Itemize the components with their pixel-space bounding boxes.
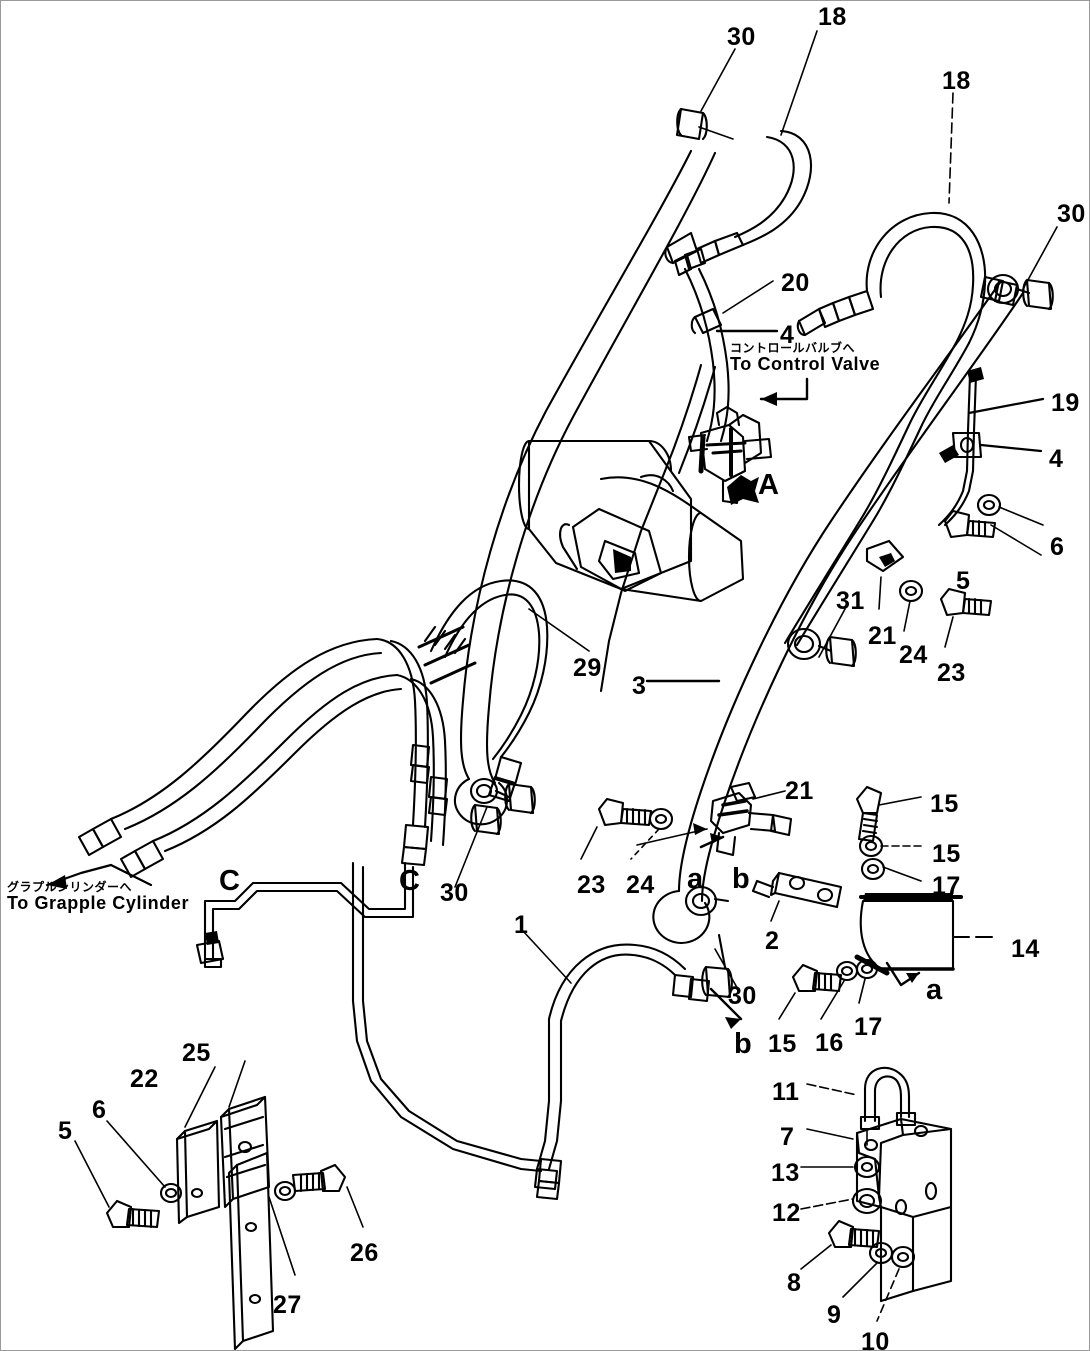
section-marker-a-mid: a (687, 863, 704, 895)
section-marker-b-mid: b (732, 863, 751, 895)
part-callout-17: 17 (854, 1013, 883, 1041)
part-callout-19: 19 (1051, 389, 1080, 417)
caption-to-control-valve-jp: コントロールバルブへ (730, 341, 856, 355)
section-marker-a-upper: A (758, 469, 780, 501)
part-callout-7: 7 (780, 1123, 795, 1151)
part-callout-16: 16 (815, 1029, 844, 1057)
part-callout-4: 4 (1049, 445, 1064, 473)
part-callout-29: 29 (573, 654, 602, 682)
part-callout-12: 12 (772, 1199, 801, 1227)
part-callout-3: 3 (632, 672, 647, 700)
part-callout-26: 26 (350, 1239, 379, 1267)
part-callout-15: 15 (930, 790, 959, 818)
part-callout-30: 30 (728, 982, 757, 1010)
part-callout-21: 21 (868, 622, 897, 650)
part-callout-18: 18 (818, 3, 847, 31)
caption-to-grapple-cylinder-en: To Grapple Cylinder (7, 893, 190, 913)
caption-to-grapple-cylinder-jp: グラプルシリンダーへ (7, 880, 133, 894)
part-callout-25: 25 (182, 1039, 211, 1067)
part-callout-6: 6 (1050, 533, 1065, 561)
part-callout-31: 31 (836, 587, 865, 615)
section-marker-a-lower: a (926, 974, 943, 1006)
caption-to-grapple-cylinder: グラプルシリンダーへ To Grapple Cylinder (7, 881, 189, 912)
part-callout-11: 11 (772, 1078, 800, 1106)
part-callout-6: 6 (92, 1096, 107, 1124)
part-callout-21: 21 (785, 777, 814, 805)
part-callout-23: 23 (937, 659, 966, 687)
part-callout-13: 13 (771, 1159, 800, 1187)
part-callout-18: 18 (942, 67, 971, 95)
part-callout-30: 30 (727, 23, 756, 51)
part-callout-8: 8 (787, 1269, 802, 1297)
caption-to-control-valve: コントロールバルブへ To Control Valve (730, 342, 880, 373)
part-callout-23: 23 (577, 871, 606, 899)
part-callout-15: 15 (768, 1030, 797, 1058)
section-marker-b-lower: b (734, 1028, 753, 1060)
part-callout-24: 24 (626, 871, 655, 899)
part-callout-20: 20 (781, 269, 810, 297)
part-callout-2: 2 (765, 927, 780, 955)
part-callout-17: 17 (932, 872, 961, 900)
part-callout-9: 9 (827, 1301, 842, 1329)
part-callout-16: 15 (932, 840, 961, 868)
part-callout-24: 24 (899, 641, 928, 669)
part-callout-1: 1 (514, 911, 529, 939)
part-callout-5: 5 (956, 567, 971, 595)
part-callout-27: 27 (273, 1291, 302, 1319)
part-callout-5: 5 (58, 1117, 73, 1145)
part-callout-30: 30 (440, 879, 469, 907)
part-callout-4: 4 (780, 321, 795, 349)
caption-to-control-valve-en: To Control Valve (730, 354, 881, 374)
part-callout-14: 14 (1011, 935, 1040, 963)
part-callout-10: 10 (861, 1328, 890, 1351)
part-callout-30: 30 (1057, 200, 1086, 228)
part-callout-22: 22 (130, 1065, 159, 1093)
section-marker-c-left: C (219, 865, 241, 897)
section-marker-c-right: C (399, 865, 421, 897)
